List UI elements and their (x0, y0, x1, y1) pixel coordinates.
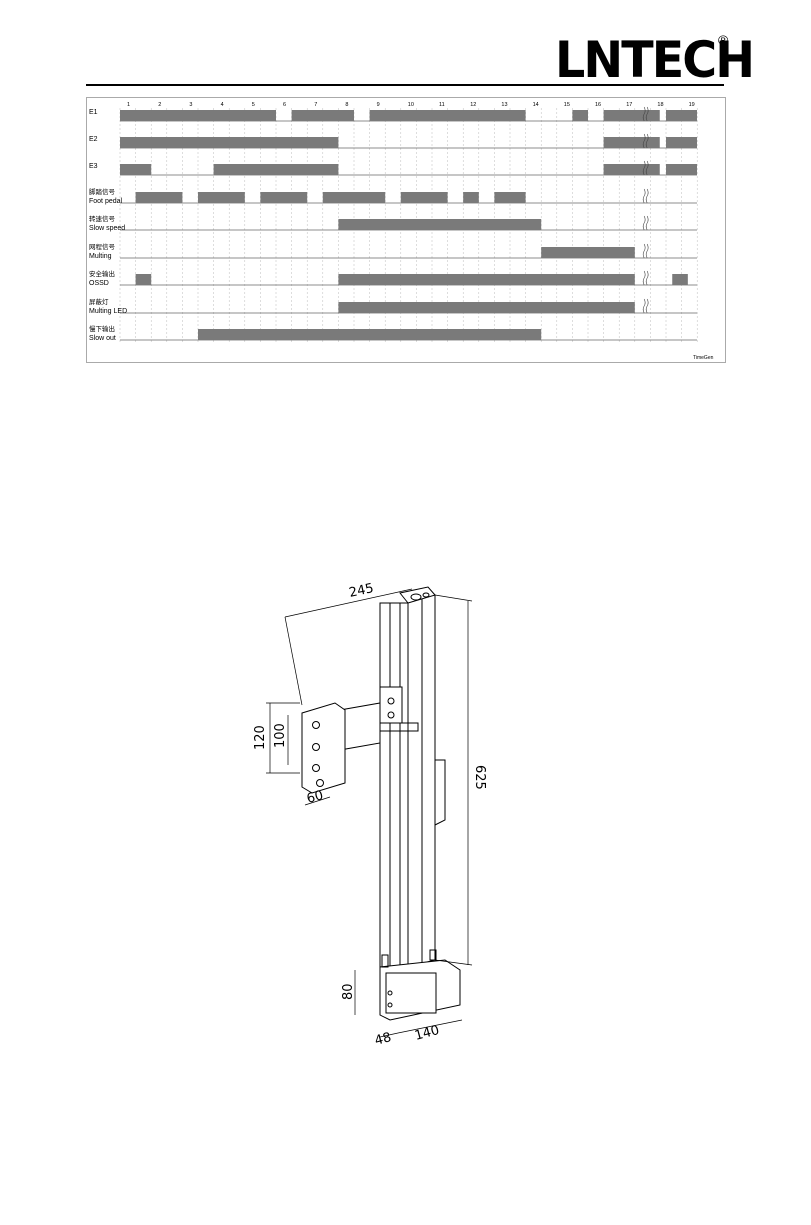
signal-pulse (666, 164, 697, 175)
time-break-mark (643, 299, 648, 313)
timing-row: E1 (89, 109, 697, 121)
column-number: 10 (408, 102, 414, 108)
brand-logo: LNTECH ® (555, 30, 735, 90)
signal-pulse (338, 274, 634, 285)
timing-row: 安全输出 OSSD (89, 269, 697, 287)
header-rule (86, 84, 724, 86)
row-label-en: Slow out (89, 335, 116, 342)
timing-row: E3 (89, 163, 697, 175)
row-label-en: Slow speed (89, 225, 125, 232)
signal-pulse (401, 192, 448, 203)
signal-pulse (136, 192, 183, 203)
row-label-en: OSSD (89, 280, 109, 287)
timing-row: 网程信号 Multing (89, 242, 697, 260)
column-number: 9 (377, 102, 380, 108)
signal-pulse (292, 110, 354, 121)
dim-625: 625 (472, 765, 487, 790)
signal-pulse (120, 137, 338, 148)
dim-120: 120 (253, 725, 268, 750)
dim-140: 140 (413, 1023, 441, 1044)
signal-pulse (120, 110, 276, 121)
row-label-en: E3 (89, 163, 98, 170)
column-number: 8 (345, 102, 348, 108)
row-label-en: Multing (89, 253, 112, 260)
signal-pulse (198, 192, 245, 203)
signal-pulse (604, 137, 660, 148)
column-number: 14 (533, 102, 539, 108)
time-break-mark (643, 216, 648, 230)
timing-row: E2 (89, 136, 697, 148)
column-number: 5 (252, 102, 255, 108)
column-number: 7 (314, 102, 317, 108)
column-number: 6 (283, 102, 286, 108)
signal-pulse (463, 192, 479, 203)
row-label-cn: 安全输出 (89, 269, 115, 278)
signal-pulse (494, 192, 525, 203)
row-label-cn: 屏蔽灯 (89, 297, 109, 306)
signal-pulse (323, 192, 385, 203)
column-number: 16 (595, 102, 601, 108)
row-label-en: E2 (89, 136, 98, 143)
row-label-en: Foot pedal (89, 198, 123, 205)
row-label-cn: 网程信号 (89, 242, 116, 251)
column-number: 18 (657, 102, 663, 108)
dim-100: 100 (273, 723, 288, 748)
timing-row: 转速信号 Slow speed (89, 214, 697, 232)
row-label-cn: 脚踏信号 (89, 187, 116, 196)
column-number: 4 (221, 102, 224, 108)
signal-pulse (672, 274, 688, 285)
column-number: 15 (564, 102, 570, 108)
signal-pulse (136, 274, 152, 285)
signal-pulse (666, 137, 697, 148)
dim-48: 48 (373, 1030, 393, 1049)
column-number: 12 (470, 102, 476, 108)
time-break-mark (643, 271, 648, 285)
signal-pulse (604, 110, 660, 121)
signal-pulse (541, 247, 635, 258)
timing-row: 慢下输出 Slow out (89, 324, 697, 342)
signal-pulse (338, 302, 634, 313)
signal-pulse (198, 329, 541, 340)
column-body (302, 587, 460, 1020)
column-number: 2 (158, 102, 161, 108)
dim-80: 80 (341, 983, 356, 1000)
timing-footer: TimeGen (693, 355, 714, 361)
signal-pulse (370, 110, 526, 121)
signal-pulse (604, 164, 660, 175)
time-break-mark (643, 244, 648, 258)
column-number: 3 (189, 102, 192, 108)
column-number: 11 (439, 102, 445, 108)
timing-row: 脚踏信号 Foot pedal (89, 187, 697, 205)
signal-pulse (666, 110, 697, 121)
column-number: 1 (127, 102, 130, 108)
timing-row: 屏蔽灯 Multing LED (89, 297, 697, 315)
signal-pulse (338, 219, 541, 230)
mounting-dimension-drawing: 245 625 120 100 60 80 48 140 (240, 575, 520, 1055)
signal-pulse (120, 164, 151, 175)
dim-60: 60 (305, 788, 325, 807)
column-number: 19 (689, 102, 695, 108)
column-number: 13 (501, 102, 507, 108)
signal-pulse (572, 110, 588, 121)
row-label-cn: 慢下输出 (89, 324, 115, 333)
signal-pulse (214, 164, 339, 175)
time-break-mark (643, 189, 648, 203)
signal-pulse (260, 192, 307, 203)
row-label-en: E1 (89, 109, 98, 116)
row-label-cn: 转速信号 (89, 214, 116, 223)
row-label-en: Multing LED (89, 308, 127, 315)
column-number: 17 (626, 102, 632, 108)
registered-mark: ® (718, 32, 728, 48)
